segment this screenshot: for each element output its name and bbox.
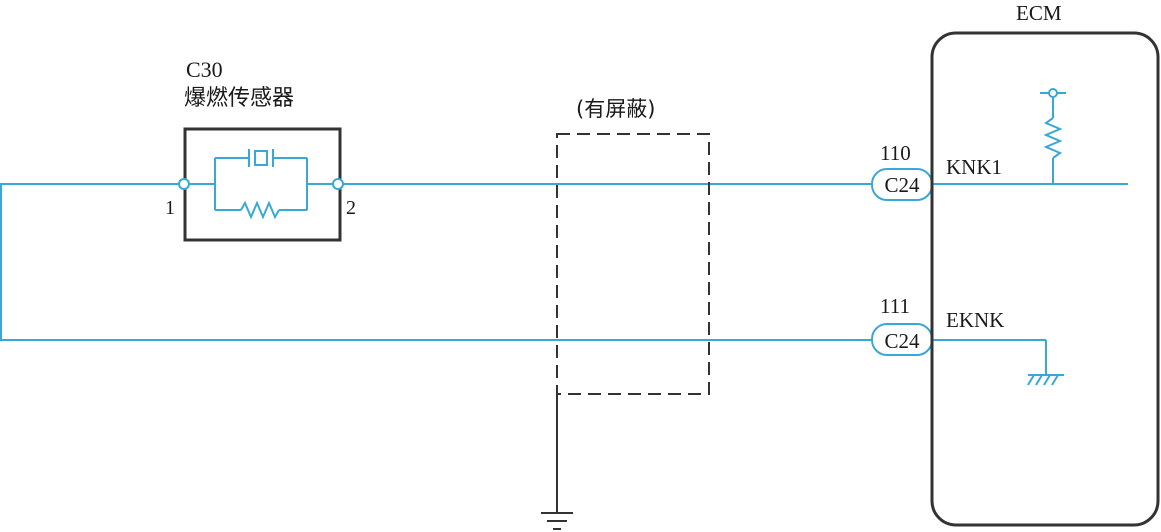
chassis-ground-icon [1027, 374, 1064, 386]
ecm-title: ECM [1016, 1, 1062, 25]
sensor-code: C30 [186, 57, 223, 82]
cable-shield: (有屏蔽) [541, 97, 710, 530]
sensor-name: 爆燃传感器 [184, 86, 294, 111]
shield-outline [556, 133, 710, 395]
sensor-pin-2: 2 [346, 197, 356, 219]
shield-label: (有屏蔽) [576, 97, 655, 121]
ecm-module: ECM KNK1 EKNK [930, 1, 1160, 527]
piezo-crystal-with-resistor-icon [189, 149, 333, 220]
sensor-terminal-2 [332, 178, 344, 190]
signal-name-eknk: EKNK [946, 308, 1004, 332]
connector-pin-number: 110 [880, 141, 911, 165]
connector-code: C24 [884, 329, 920, 353]
signal-name-knk1: KNK1 [946, 155, 1002, 179]
sensor-terminal-1 [178, 178, 190, 190]
wire-harness [0, 183, 1128, 374]
pullup-resistor-icon [1040, 88, 1066, 184]
ecm-housing [930, 31, 1160, 527]
sensor-pin-1: 1 [165, 197, 175, 219]
connector-c24-pin-111: 111 C24 [871, 294, 933, 356]
ground-icon [541, 512, 573, 530]
connector-code: C24 [884, 173, 920, 197]
connector-c24-pin-110: 110 C24 [871, 141, 933, 201]
knock-sensor-c30: C30 爆燃传感器 1 2 [165, 57, 356, 242]
connector-pin-number: 111 [880, 294, 910, 318]
